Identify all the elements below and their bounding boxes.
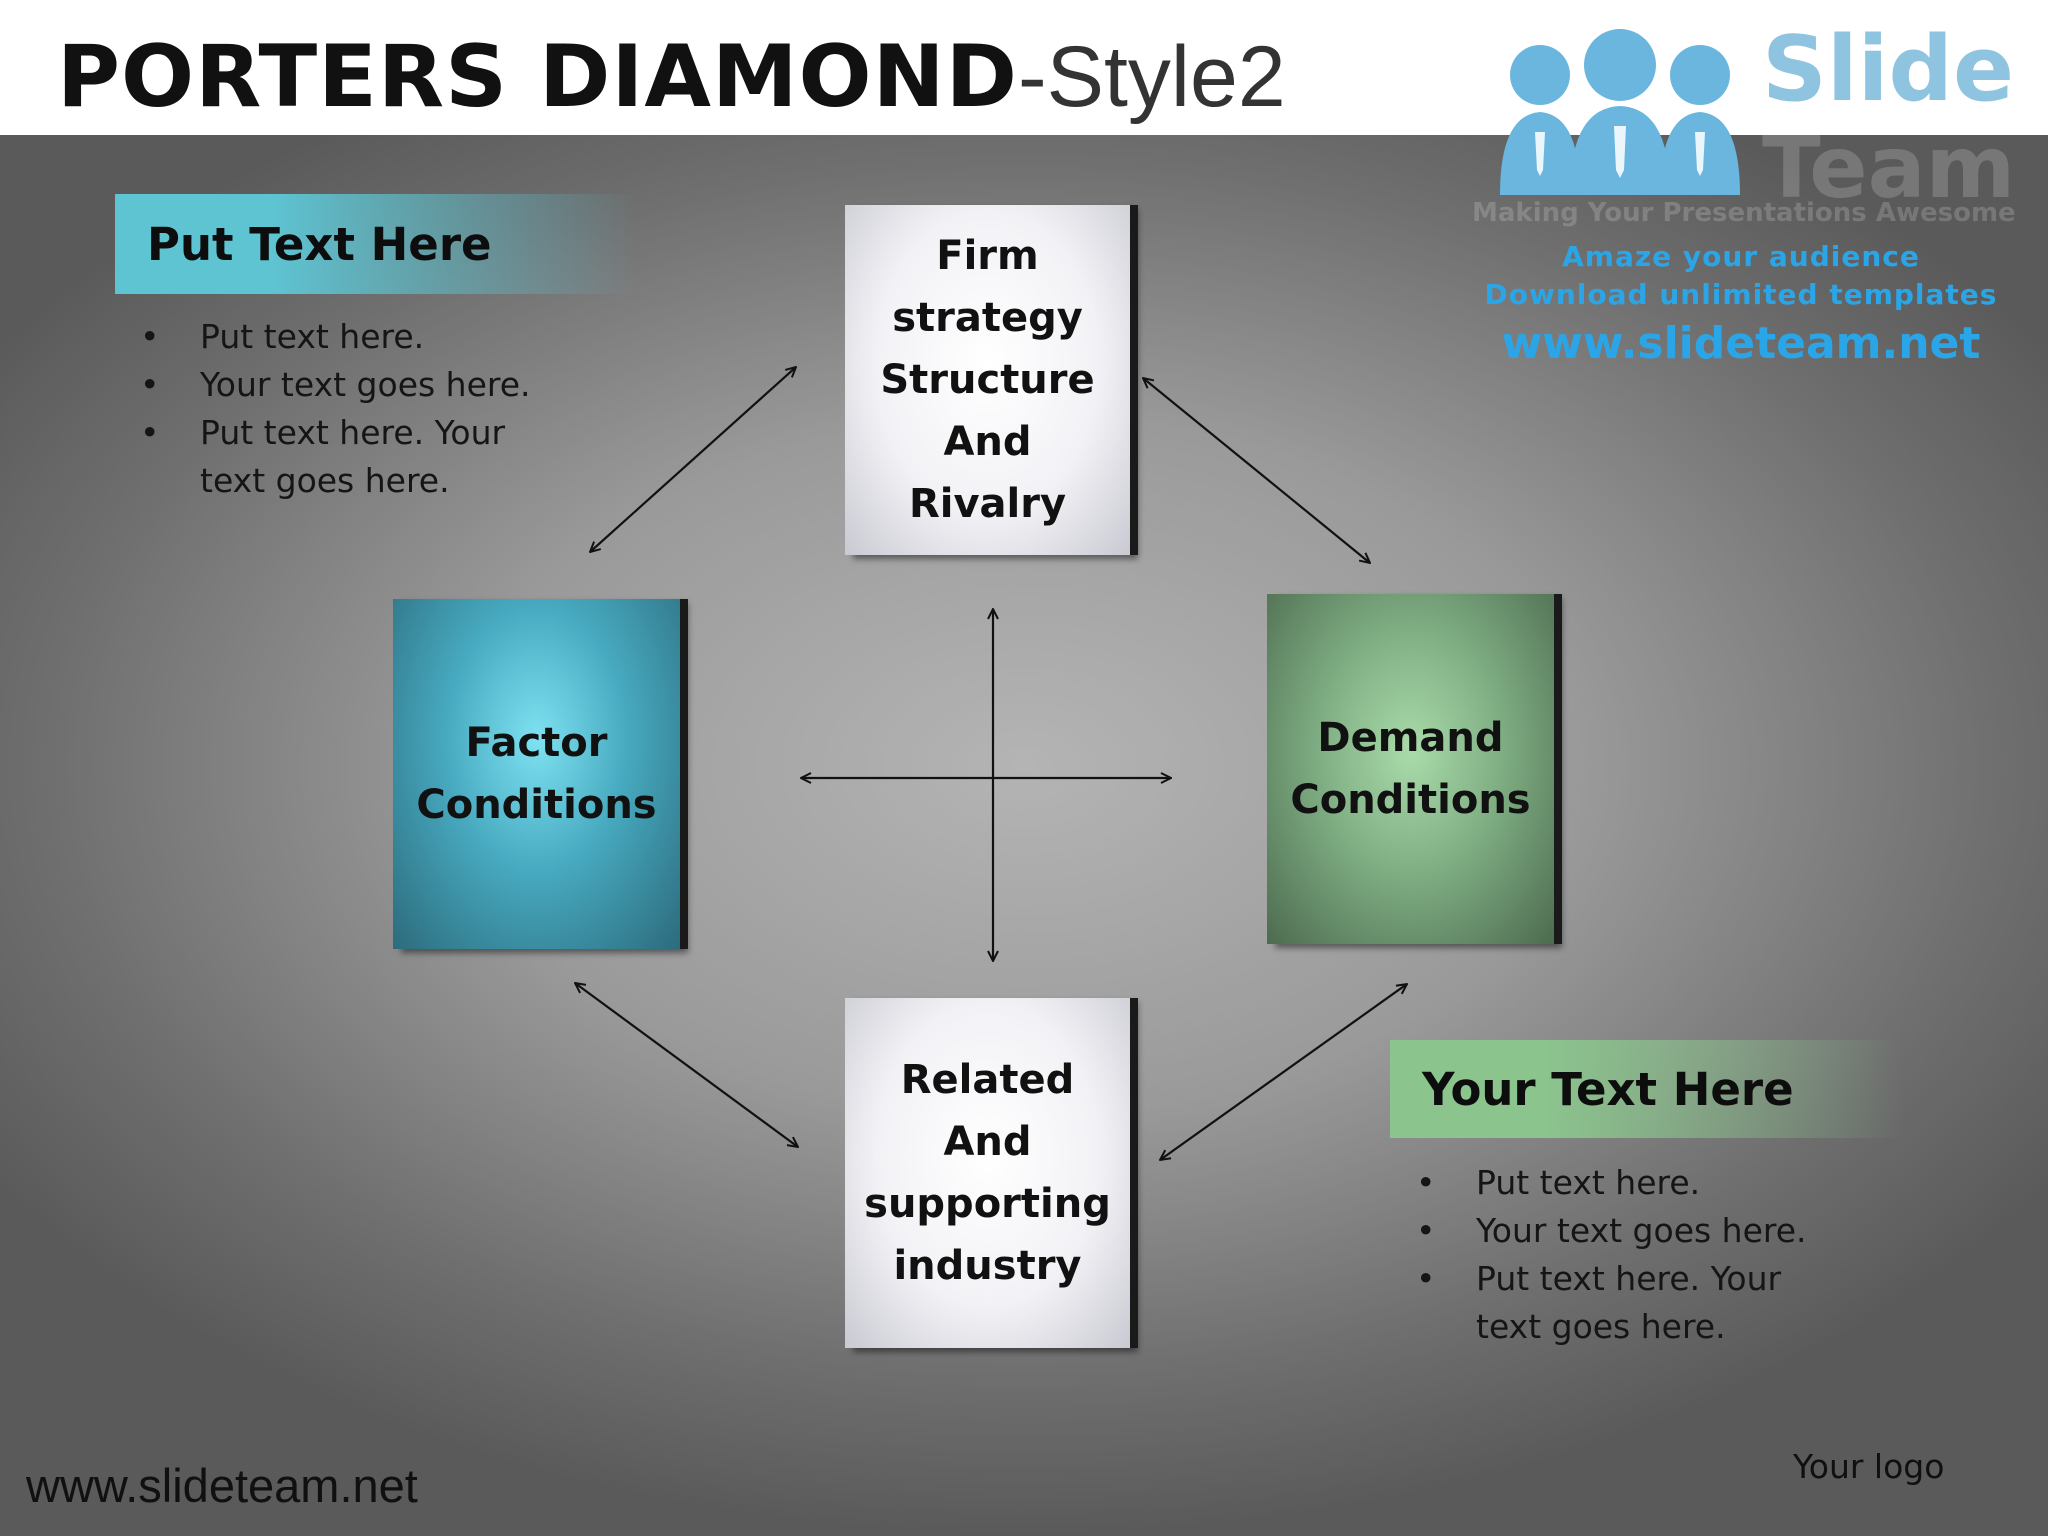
list-item: • Put text here. Your text goes here. [140, 409, 560, 505]
footer-logo-placeholder: Your logo [1793, 1447, 1945, 1486]
bullet-icon: • [140, 317, 160, 356]
bullet-text: Put text here. [1476, 1163, 1701, 1202]
team-people-icon [1500, 29, 1740, 195]
title-main: PORTERS DIAMOND [57, 27, 1018, 127]
list-item: • Put text here. Your text goes here. [1416, 1255, 1836, 1351]
bullet-icon: • [140, 365, 160, 404]
list-item: • Your text goes here. [1416, 1207, 1836, 1255]
title-sub: -Style2 [1018, 29, 1286, 125]
panel-right-heading[interactable]: Your Text Here [1390, 1040, 1902, 1138]
list-item: • Put text here. [1416, 1159, 1836, 1207]
bullet-text: Your text goes here. [200, 365, 531, 404]
list-item: • Your text goes here. [140, 361, 560, 409]
box-factor-conditions[interactable]: Factor Conditions [393, 599, 680, 949]
slide-title: PORTERS DIAMOND-Style2 [57, 22, 1286, 132]
logo-word-slide: Slide [1762, 17, 2014, 122]
box-related-industry[interactable]: Related And supporting industry [845, 998, 1130, 1348]
bullet-icon: • [140, 413, 160, 452]
bullet-text: Put text here. [200, 317, 425, 356]
promo-line-2: Download unlimited templates [1484, 278, 1998, 311]
bullet-icon: • [1416, 1211, 1436, 1250]
bullet-text: Put text here. Your text goes here. [200, 413, 506, 500]
panel-left-bullets: • Put text here. • Your text goes here. • P… [140, 313, 560, 505]
bullet-text: Your text goes here. [1476, 1211, 1807, 1250]
promo-line-1: Amaze your audience [1562, 240, 1920, 273]
logo-tagline: Making Your Presentations Awesome [1472, 198, 2016, 228]
panel-right-bullets: • Put text here. • Your text goes here. • P… [1416, 1159, 1836, 1351]
bullet-icon: • [1416, 1163, 1436, 1202]
promo-url[interactable]: www.slideteam.net [1501, 318, 1981, 369]
box-demand-conditions[interactable]: Demand Conditions [1267, 594, 1554, 944]
panel-left-heading[interactable]: Put Text Here [115, 194, 637, 294]
footer-url[interactable]: www.slideteam.net [26, 1459, 418, 1512]
list-item: • Put text here. [140, 313, 560, 361]
bullet-text: Put text here. Your text goes here. [1476, 1259, 1782, 1346]
logo-word-team: Team [1762, 118, 2016, 218]
box-firm-strategy[interactable]: Firm strategy Structure And Rivalry [845, 205, 1130, 555]
bullet-icon: • [1416, 1259, 1436, 1298]
